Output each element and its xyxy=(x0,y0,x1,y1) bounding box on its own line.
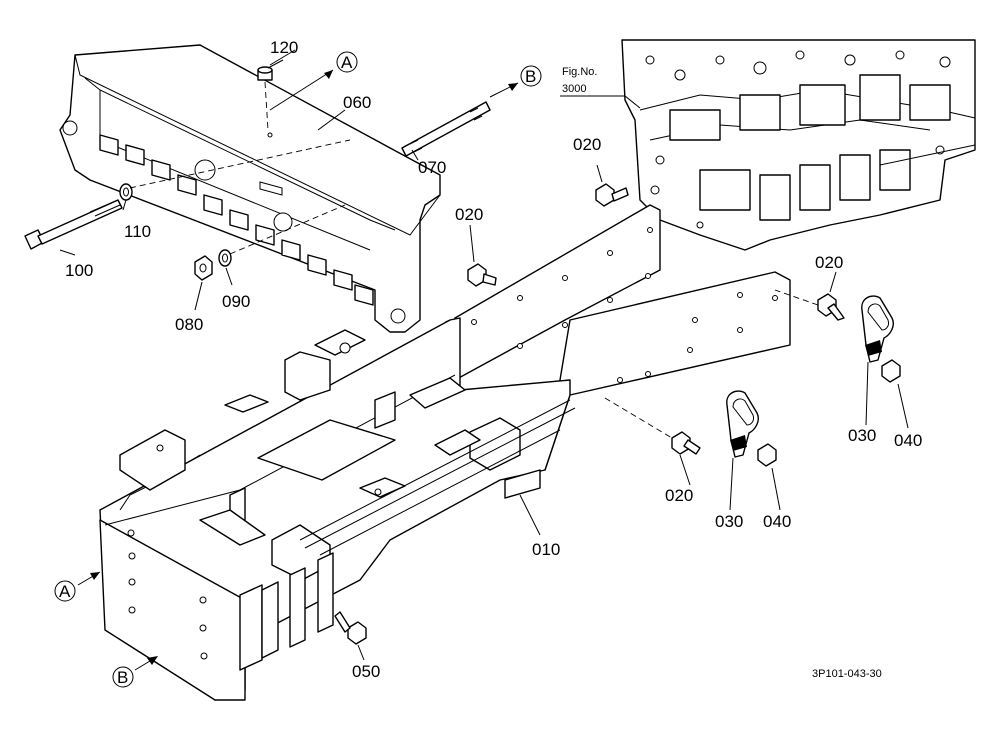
bolt-040-lower xyxy=(757,443,781,511)
callout-030-lower: 030 xyxy=(715,512,743,531)
ref-arrow-b-left: B xyxy=(112,656,158,688)
ref-a-top-label: A xyxy=(341,53,353,72)
alignment-line-080 xyxy=(229,204,346,255)
leader-100 xyxy=(59,249,76,256)
fig-ref-line1: Fig.No. xyxy=(562,66,597,78)
callout-100: 100 xyxy=(65,261,93,280)
washer-090 xyxy=(218,249,232,267)
bolt-100 xyxy=(24,199,123,250)
nut-080 xyxy=(194,255,213,281)
callout-090: 090 xyxy=(222,292,250,311)
stud-070 xyxy=(401,101,491,157)
washer-110 xyxy=(119,183,133,201)
bolt-040-right xyxy=(881,359,909,429)
callout-060: 060 xyxy=(343,93,371,112)
leader-110 xyxy=(122,199,127,211)
drawing-code: 3P101-043-30 xyxy=(812,668,882,680)
callout-030-right: 030 xyxy=(848,426,876,445)
bolt-020-lower xyxy=(604,397,701,486)
bolt-020-upper xyxy=(595,164,629,207)
callout-050: 050 xyxy=(352,662,380,681)
clamp-030-right xyxy=(861,295,894,426)
leader-060 xyxy=(317,109,346,131)
bolt-120 xyxy=(257,59,284,131)
leader-090 xyxy=(225,267,233,286)
frame-010 xyxy=(99,204,791,701)
alignment-line-100 xyxy=(129,139,351,189)
ref-b-left-label: B xyxy=(117,668,128,687)
figure-reference: Fig.No. 3000 xyxy=(560,66,641,109)
bolt-020-mid xyxy=(467,224,497,287)
engine-block xyxy=(621,39,976,251)
callout-110: 110 xyxy=(124,222,151,241)
callout-040-lower: 040 xyxy=(763,512,791,531)
ref-a-left-label: A xyxy=(59,582,71,601)
leader-080 xyxy=(194,281,203,311)
leader-070 xyxy=(411,149,419,161)
clamp-030-lower xyxy=(726,390,759,511)
callout-020-upper: 020 xyxy=(573,135,601,154)
callout-080: 080 xyxy=(175,315,203,334)
callout-070: 070 xyxy=(418,158,446,177)
callout-120: 120 xyxy=(270,38,298,57)
ref-b-top-label: B xyxy=(525,67,536,86)
fig-ref-line2: 3000 xyxy=(562,83,586,95)
ref-arrow-a-left: A xyxy=(54,571,101,602)
leader-010 xyxy=(519,494,541,536)
callout-040-right: 040 xyxy=(894,431,922,450)
callout-020-mid: 020 xyxy=(455,205,483,224)
ref-arrow-a-top: A xyxy=(269,51,358,111)
bracket-060 xyxy=(59,44,441,333)
ref-arrow-b-top: B xyxy=(489,65,542,98)
leader-120 xyxy=(269,49,296,66)
callout-020-lower: 020 xyxy=(665,486,693,505)
callout-020-right: 020 xyxy=(815,253,843,272)
bolt-050 xyxy=(334,611,367,661)
bolt-020-right xyxy=(774,271,845,321)
callout-010: 010 xyxy=(532,540,560,559)
